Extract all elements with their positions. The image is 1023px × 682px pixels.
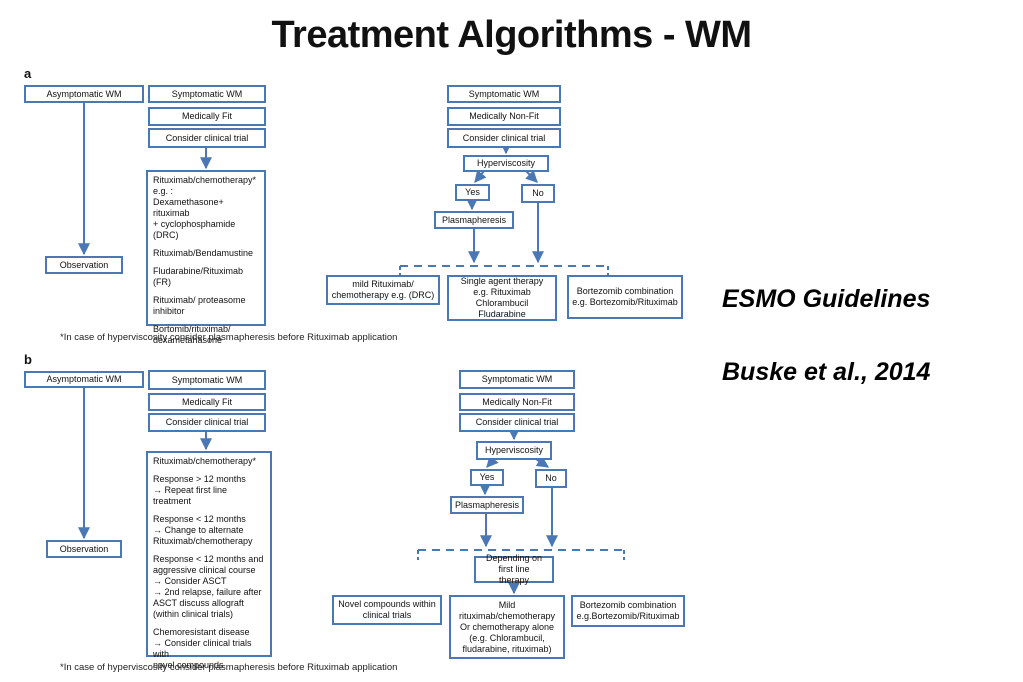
option-b-3: Response < 12 months → Change to alterna… [153,514,253,546]
box-b-fit-options: Rituximab/chemotherapy* Response > 12 mo… [146,451,272,670]
box-b-medically-fit: Medically Fit [148,393,266,411]
footnote-a: *In case of hyperviscosity consider plas… [60,332,398,343]
box-b-no: No [535,469,567,488]
option-b-2: Response > 12 months → Repeat first line… [153,474,246,506]
arrow-b-hyper-yes [486,454,499,468]
option-a-4: Rituximab/ proteasome inhibitor [153,295,246,316]
page-title: Treatment Algorithms - WM [271,14,752,56]
box-b-symptomatic: Symptomatic WM [148,370,266,390]
box-b-yes: Yes [470,469,504,486]
option-a-5: Bortomib/rituximab/ dexametahasone [153,324,231,345]
box-a-fit-options: Rituximab/chemotherapy* e.g. : Dexametha… [146,170,266,345]
box-a-hyperviscosity: Hyperviscosity [463,155,549,172]
box-b-nf-clinical-trial: Consider clinical trial [459,413,575,432]
option-b-4: Response < 12 months and aggressive clin… [153,554,264,619]
box-a-no: No [521,184,555,203]
box-a-nf-clinical-trial: Consider clinical trial [447,128,561,148]
option-a-3: Fludarabine/Rituximab (FR) [153,266,244,287]
box-b-medically-nonfit: Medically Non-Fit [459,393,575,411]
option-b-5: Chemoresistant disease → Consider clinic… [153,627,252,670]
arrow-a-hyper-no [525,170,538,183]
box-b-depending: Depending on first line therapy [474,553,554,585]
arrow-b-hyper-no [535,456,549,468]
citation-note: Buske et al., 2014 [722,358,931,386]
box-a-observation: Observation [45,256,123,274]
box-a-medically-nonfit: Medically Non-Fit [447,107,561,126]
box-b-clinical-trial: Consider clinical trial [148,413,266,432]
box-b-observation: Observation [46,540,122,558]
box-b-outcome-mild: Mild rituximab/chemotherapy Or chemother… [449,595,565,659]
box-b-outcome-novel: Novel compounds within clinical trials [332,595,442,625]
panel-b-label: b [24,352,32,367]
box-a-clinical-trial: Consider clinical trial [148,128,266,148]
box-a-asymptomatic: Asymptomatic WM [24,85,144,103]
box-a-medically-fit: Medically Fit [148,107,266,126]
box-b-asymptomatic: Asymptomatic WM [24,371,144,388]
box-a-outcome-bortezomib: Bortezomib combination e.g. Bortezomib/R… [567,275,683,319]
panel-a-label: a [24,66,32,81]
option-b-1: Rituximab/chemotherapy* [153,456,257,466]
box-a-plasmapheresis: Plasmapheresis [434,211,514,229]
box-b-nf-symptomatic: Symptomatic WM [459,370,575,389]
box-a-nf-symptomatic: Symptomatic WM [447,85,561,103]
box-a-outcome-mild: mild Rituximab/ chemotherapy e.g. (DRC) [326,275,440,305]
box-a-symptomatic: Symptomatic WM [148,85,266,103]
footnote-b: *In case of hyperviscosity consider plas… [60,662,398,673]
option-a-2: Rituximab/Bendamustine [153,248,254,258]
box-b-hyperviscosity: Hyperviscosity [476,441,552,460]
box-a-outcome-single-agent: Single agent therapy e.g. Rituximab Chlo… [447,275,557,321]
box-a-yes: Yes [455,184,490,201]
box-b-plasmapheresis: Plasmapheresis [450,496,524,514]
option-a-1: Rituximab/chemotherapy* e.g. : Dexametha… [153,175,257,240]
arrow-a-hyper-yes [474,169,487,183]
box-b-outcome-bortezomib: Bortezomib combination e.g.Bortezomib/Ri… [571,595,685,627]
esmo-guidelines-note: ESMO Guidelines [722,285,931,313]
